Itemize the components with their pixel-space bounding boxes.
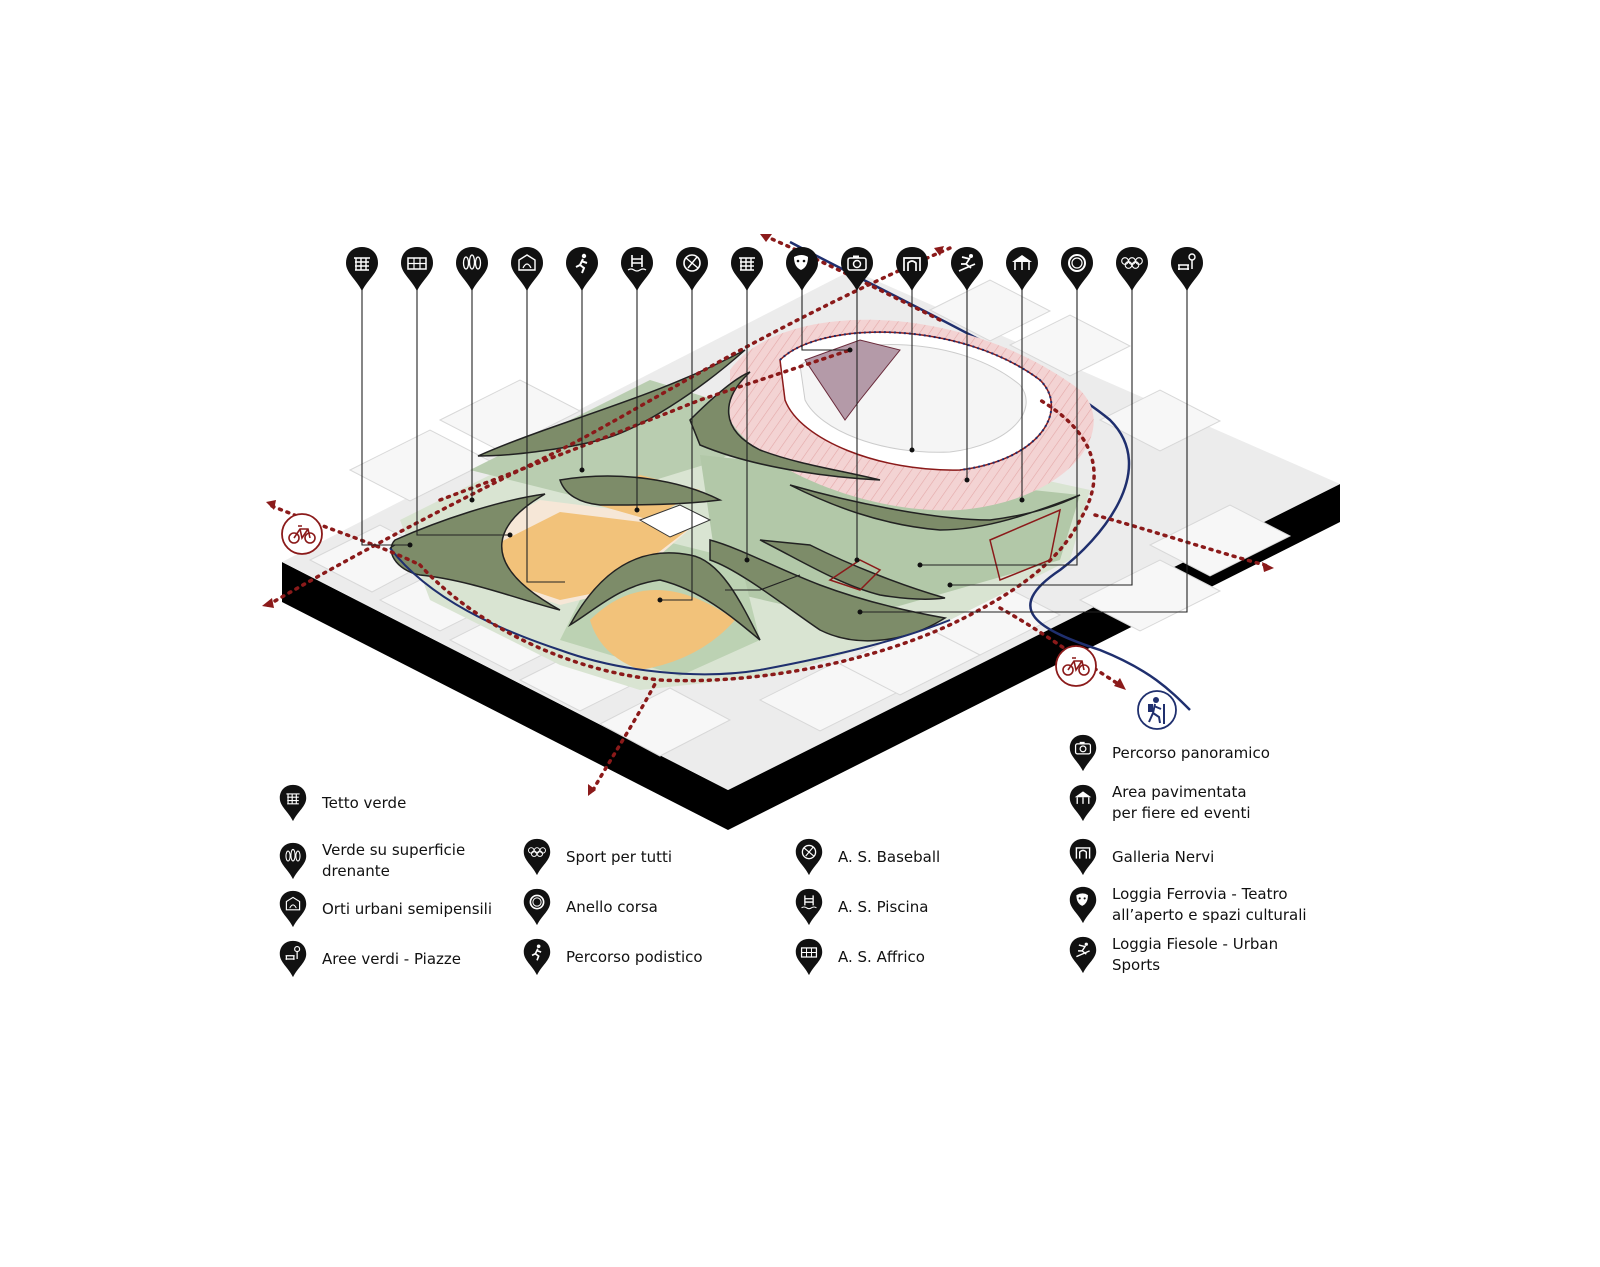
legend-label-line: Area pavimentata [1112,783,1247,801]
bench-icon [1171,247,1203,291]
legend-label: Loggia Ferrovia - Teatro all’aperto e sp… [1112,884,1307,926]
route-arrowheads [262,234,1274,796]
legend-label: Area pavimentata per fiere ed eventi [1112,782,1251,824]
legend-item-affrico: A. S. Affrico [794,938,925,976]
legend-label-line: Loggia Ferrovia - Teatro [1112,885,1288,903]
legend-item-galleria: Galleria Nervi [1068,838,1214,876]
legend-label: Percorso panoramico [1112,743,1270,762]
legend-label: Sport per tutti [566,847,673,866]
trees-icon [456,247,488,291]
leader-lines [361,284,1188,613]
olympic-rings-icon [1116,247,1148,291]
legend-label: A. S. Piscina [838,897,929,916]
legend-item-orti: Orti urbani semipensili [278,890,492,928]
green-roof-icon [279,784,307,822]
park-boundary [389,547,951,676]
olympic-rings-icon [523,838,551,876]
legend-item-baseball: A. S. Baseball [794,838,940,876]
camera-icon [841,247,873,291]
theatre-mask-icon [1069,886,1097,924]
legend-label: Aree verdi - Piazze [322,949,462,968]
runner-icon [566,247,598,291]
skater-icon [951,247,983,291]
legend-item-loggia-fiesole: Loggia Fiesole - Urban Sports [1068,934,1278,976]
legend-label: Orti urbani semipensili [322,899,493,918]
theatre-mask-icon [786,247,818,291]
leader-dots [407,347,1025,615]
baseball-icon [795,838,823,876]
bicycle-icon [281,513,323,555]
legend-label: Galleria Nervi [1112,847,1215,866]
top-pins [346,247,1203,291]
legend-item-loggia-ferrovia: Loggia Ferrovia - Teatro all’aperto e sp… [1068,884,1307,926]
legend-label-line: drenante [322,862,390,880]
legend-label: Anello corsa [566,897,658,916]
garden-icon [279,890,307,928]
camera-icon [1069,734,1097,772]
legend-label-line: Loggia Fiesole - Urban [1112,935,1279,953]
legend-label: Verde su superficie drenante [322,840,465,882]
bench-icon [279,940,307,978]
legend-item-piscina: A. S. Piscina [794,888,928,926]
ring-icon [523,888,551,926]
legend-label: A. S. Baseball [838,847,941,866]
pavilion-icon [1069,784,1097,822]
trees-icon [279,842,307,880]
legend-label: Percorso podistico [566,947,703,966]
legend-label: A. S. Affrico [838,947,925,966]
legend-item-tetto-verde: Tetto verde [278,784,406,822]
legend-item-podistico: Percorso podistico [522,938,703,976]
arch-icon [1069,838,1097,876]
ring-icon [1061,247,1093,291]
legend-label-line: Sports [1112,956,1161,974]
legend-label: Tetto verde [322,793,407,812]
pool-icon [795,888,823,926]
garden-icon [511,247,543,291]
grid-field-icon [795,938,823,976]
green-roof-icon [346,247,378,291]
runner-icon [523,938,551,976]
legend-item-aree-verdi: Aree verdi - Piazze [278,940,461,978]
baseball-icon [676,247,708,291]
legend-item-anello: Anello corsa [522,888,658,926]
green-roofs [390,349,1081,642]
pavilion-icon [1006,247,1038,291]
legend-item-sport: Sport per tutti [522,838,672,876]
bicycle-icon [1055,645,1097,687]
arch-icon [896,247,928,291]
skater-icon [1069,936,1097,974]
green-roof-icon [731,247,763,291]
legend-item-panoramico: Percorso panoramico [1068,734,1270,772]
legend-item-verde-drenante: Verde su superficie drenante [278,840,465,882]
legend-label-line: per fiere ed eventi [1112,804,1251,822]
legend-item-area-pavimentata: Area pavimentata per fiere ed eventi [1068,782,1251,824]
pool-icon [621,247,653,291]
hiker-icon [1137,690,1177,730]
grid-field-icon [401,247,433,291]
legend-label-line: all’aperto e spazi culturali [1112,906,1307,924]
legend-label-line: Verde su superficie [322,841,466,859]
legend-label: Loggia Fiesole - Urban Sports [1112,934,1278,976]
